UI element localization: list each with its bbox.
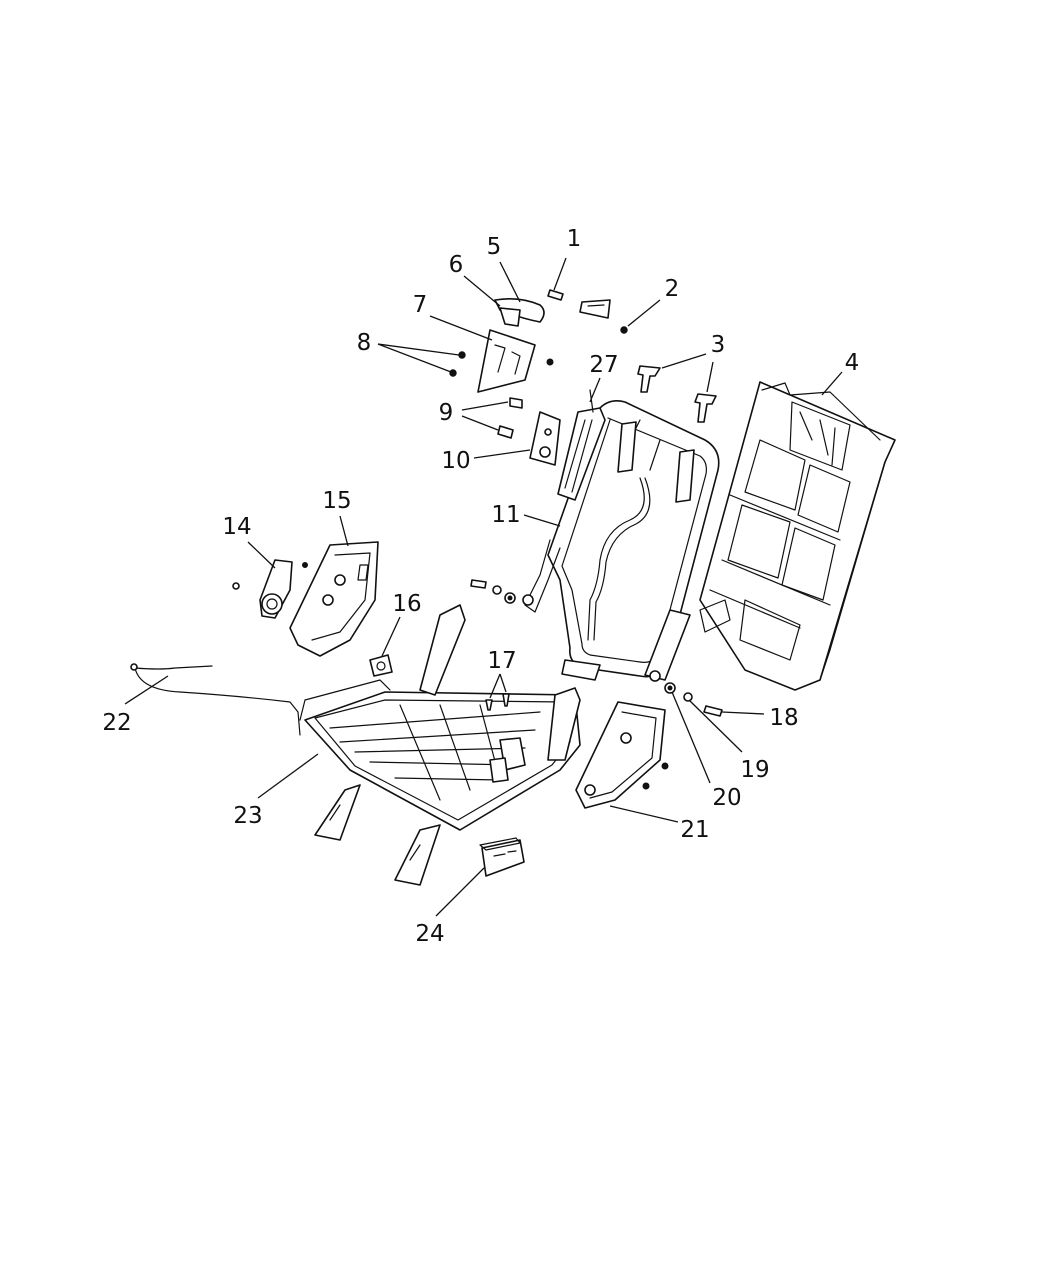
callout-10: 10 xyxy=(441,448,470,474)
callout-4: 4 xyxy=(845,350,860,376)
callout-11: 11 xyxy=(491,502,520,528)
callout-18: 18 xyxy=(769,705,798,731)
part-11-seatback-frame[interactable] xyxy=(522,400,720,682)
part-21-side-trim[interactable] xyxy=(575,701,669,809)
callout-17: 17 xyxy=(487,648,516,674)
callout-7: 7 xyxy=(413,292,428,318)
callout-6: 6 xyxy=(449,252,464,278)
part-14-handle[interactable] xyxy=(232,559,293,619)
bracket-near-part-2[interactable] xyxy=(579,299,611,319)
part-1-bolt[interactable] xyxy=(547,289,564,301)
part-10-bracket[interactable] xyxy=(529,411,561,466)
part-4-seatback-panel[interactable] xyxy=(699,381,896,691)
callout-21: 21 xyxy=(680,817,709,843)
part-23-cushion-frame[interactable] xyxy=(299,604,581,886)
part-3-pins[interactable] xyxy=(637,365,717,423)
part-9-bolts[interactable] xyxy=(497,397,523,439)
callout-9: 9 xyxy=(439,400,454,426)
part-8-nuts[interactable] xyxy=(449,351,466,377)
part-19-washer[interactable] xyxy=(683,692,693,702)
callout-20: 20 xyxy=(712,785,741,811)
part-16-latch[interactable] xyxy=(369,654,393,677)
callout-16: 16 xyxy=(392,591,421,617)
callout-labels: 1 2 3 4 5 6 7 8 9 10 11 14 15 16 17 18 1… xyxy=(102,226,859,947)
callout-2: 2 xyxy=(665,276,680,302)
callout-24: 24 xyxy=(415,921,444,947)
callout-19: 19 xyxy=(740,757,769,783)
callout-14: 14 xyxy=(222,514,251,540)
part-22-release-cable[interactable] xyxy=(130,663,301,736)
callout-1: 1 xyxy=(567,226,582,252)
part-18-bolt[interactable] xyxy=(703,705,723,717)
leader-lines xyxy=(124,257,843,917)
callout-27: 27 xyxy=(589,352,618,378)
callout-23: 23 xyxy=(233,803,262,829)
part-6-cover[interactable] xyxy=(499,307,521,327)
part-7-bracket[interactable] xyxy=(477,329,554,393)
callout-15: 15 xyxy=(322,488,351,514)
part-15-side-shield[interactable] xyxy=(289,541,379,657)
part-2-nut[interactable] xyxy=(620,326,628,334)
part-24-block[interactable] xyxy=(479,837,525,877)
callout-8: 8 xyxy=(357,330,372,356)
callout-22: 22 xyxy=(102,710,131,736)
part-17-screws[interactable] xyxy=(485,693,510,711)
callout-5: 5 xyxy=(487,234,502,260)
frame-hardware[interactable] xyxy=(470,579,516,604)
part-20-washer[interactable] xyxy=(664,682,676,694)
part-27-side-panel[interactable] xyxy=(557,389,606,501)
callout-3: 3 xyxy=(711,332,726,358)
